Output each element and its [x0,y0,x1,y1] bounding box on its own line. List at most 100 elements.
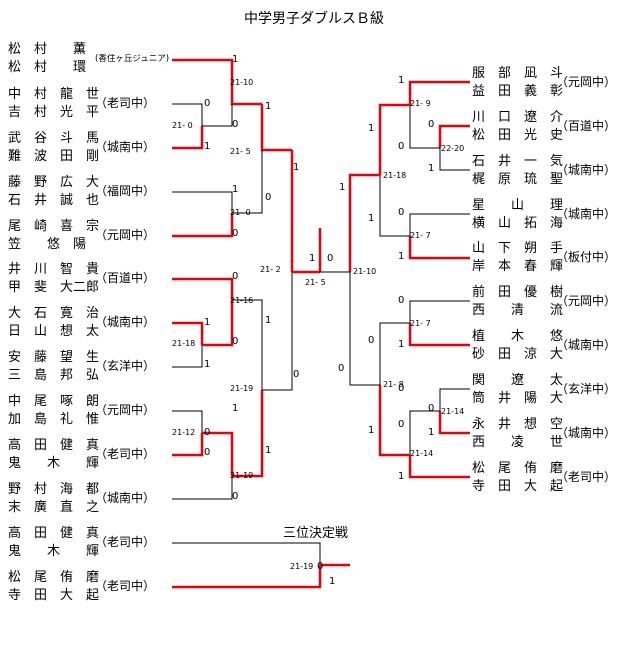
player-name: 益 田 義 彰 [472,84,564,99]
bracket-line [408,236,470,260]
bracket-line [408,323,470,347]
bracket-line [409,213,470,236]
set-score: 0 [327,253,334,264]
team-name: （城南中） [556,338,617,352]
player-name: 松 村 薫 [8,42,87,57]
player-name: 関 遼 太 [472,373,564,388]
team-name: （城南中） [556,426,617,440]
team-name: （百道中） [556,119,617,133]
player-name: 石 井 一 気 [472,154,564,169]
set-score: 0 [398,141,405,152]
game-score: 21-18 [383,171,407,180]
set-score: 1 [265,445,272,456]
set-score: 0 [398,295,405,306]
third-place-label: 三位決定戦 [283,526,349,541]
player-name: 砂 田 涼 大 [472,347,564,362]
player-name: 松 村 環 [8,60,87,75]
player-name: 松 尾 侑 磨 [8,570,100,585]
bracket-line [232,390,264,478]
player-name: 岸 本 春 輝 [472,259,564,274]
team-name: （玄洋中） [95,359,156,373]
player-name: 永 井 想 空 [472,417,564,432]
bracket-line [172,542,321,565]
bracket-line [409,105,440,149]
team-name: （元岡中） [556,294,617,308]
bracket-line [408,80,470,105]
team-name: （老司中） [95,96,156,110]
game-score: 21-10 [353,267,377,276]
player-name: 高 田 健 真 [8,526,100,541]
set-score: 1 [398,75,405,86]
set-score: 0 [232,119,239,130]
set-score: 0 [398,419,405,430]
player-name: 筒 井 陽 大 [472,391,564,406]
bracket-line [232,150,263,214]
game-score: 21- 0 [172,121,193,130]
team-name: （板付中） [556,250,617,264]
player-name: 寺 田 大 起 [472,479,564,494]
bracket-line [262,272,293,391]
game-score: 21- 8 [383,380,404,389]
bracket-line [348,173,380,272]
player-name: 西 清 流 [472,303,564,318]
team-name: （城南中） [95,491,156,505]
set-score: 1 [368,123,375,134]
team-name: （老司中） [95,535,156,549]
team-name: （百道中） [95,271,156,285]
set-score: 0 [428,403,435,414]
player-name: 松 尾 侑 磨 [472,461,564,476]
bracket-line [172,433,204,457]
set-score: 1 [428,163,435,174]
player-name: 藤 野 広 大 [8,175,100,190]
game-score: 22-20 [441,144,465,153]
game-score: 21-14 [410,449,434,458]
team-name: （元岡中） [95,228,156,242]
set-score: 0 [204,427,211,438]
player-name: 植 木 悠 [472,329,564,344]
set-score: 0 [232,491,239,502]
game-score: 21-10 [230,78,254,87]
player-name: 安 藤 望 生 [8,350,100,365]
game-score: 21-19 [290,562,314,571]
bracket-line [172,410,203,433]
set-score: 1 [232,403,239,414]
bracket-line [202,104,233,127]
team-name: （城南中） [95,315,156,329]
set-score: 0 [293,369,300,380]
bracket-line [439,148,470,171]
set-score: 1 [398,339,405,350]
player-name: 中 村 龍 世 [8,87,100,102]
team-name: （老司中） [95,579,156,593]
game-score: 21- 0 [230,208,251,217]
bracket-line [172,213,234,238]
player-name: 石 井 誠 也 [8,193,100,208]
player-name: 横 山 拓 海 [472,216,564,231]
set-score: 1 [329,576,336,587]
set-score: 1 [293,162,300,173]
game-score: 21- 7 [410,319,431,328]
player-name: 服 部 凪 斗 [472,66,564,81]
bracket-line [438,124,470,148]
set-score: 0 [232,271,239,282]
game-score: 21-18 [172,339,196,348]
set-score: 1 [265,101,272,112]
game-score: 21-19 [230,471,254,480]
set-score: 1 [265,315,272,326]
set-score: 1 [368,425,375,436]
bracket-line [349,272,380,386]
player-name: 大 石 寛 治 [8,306,100,321]
player-name: 加 島 礼 惟 [8,412,100,427]
game-score: 21-14 [441,407,465,416]
game-score: 21- 9 [410,99,431,108]
bracket-line [172,191,233,213]
bracket-line [438,411,470,435]
bracket-line [202,431,234,476]
team-name: （福岡中） [95,184,156,198]
set-score: 1 [368,213,375,224]
team-name: （老司中） [95,447,156,461]
player-name: 星 山 理 [472,198,564,213]
player-name: 野 村 海 都 [8,482,100,497]
bracket-line [172,277,234,300]
bracket-line [202,300,234,347]
